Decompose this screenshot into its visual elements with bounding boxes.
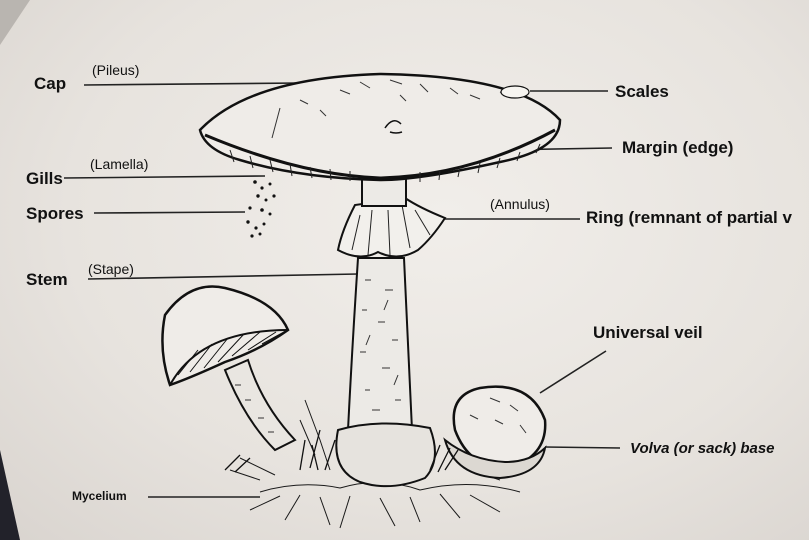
cap-sub-label: (Pileus)	[92, 62, 140, 78]
stem-leader	[87, 273, 359, 280]
universal-veil-label: Universal veil	[593, 323, 703, 342]
cap	[198, 72, 562, 182]
gills-label: Gills	[26, 169, 63, 188]
volva-label: Volva (or sack) base	[630, 440, 775, 457]
paper-corner	[0, 0, 30, 45]
grass-tufts	[224, 429, 459, 473]
small-mushroom	[161, 285, 297, 452]
universal-veil-leader	[539, 350, 607, 394]
gills-sub-label: (Lamella)	[90, 156, 149, 172]
ring-folds	[351, 204, 431, 256]
spore-dots	[246, 180, 276, 238]
background-edge	[0, 450, 20, 540]
cap-leader	[83, 82, 301, 86]
ring-annulus	[336, 196, 447, 258]
spores-leader	[93, 211, 246, 214]
ring-sub-label: (Annulus)	[490, 196, 550, 212]
upper-stem	[361, 177, 407, 207]
gill-lines	[229, 143, 541, 182]
universal-veil-egg	[443, 385, 547, 480]
gills-leader	[63, 175, 266, 179]
margin-label: Margin (edge)	[622, 138, 734, 157]
volva-base	[335, 422, 436, 488]
cap-label: Cap	[34, 74, 67, 93]
spores-label: Spores	[26, 204, 84, 223]
ring-label: Ring (remnant of partial v	[586, 208, 792, 227]
mycelium-label: Mycelium	[72, 489, 127, 503]
scales-label: Scales	[615, 82, 669, 101]
stem	[346, 257, 414, 431]
stem-sub-label: (Stape)	[88, 261, 134, 277]
volva-leader	[544, 446, 621, 449]
stem-label: Stem	[26, 270, 68, 289]
